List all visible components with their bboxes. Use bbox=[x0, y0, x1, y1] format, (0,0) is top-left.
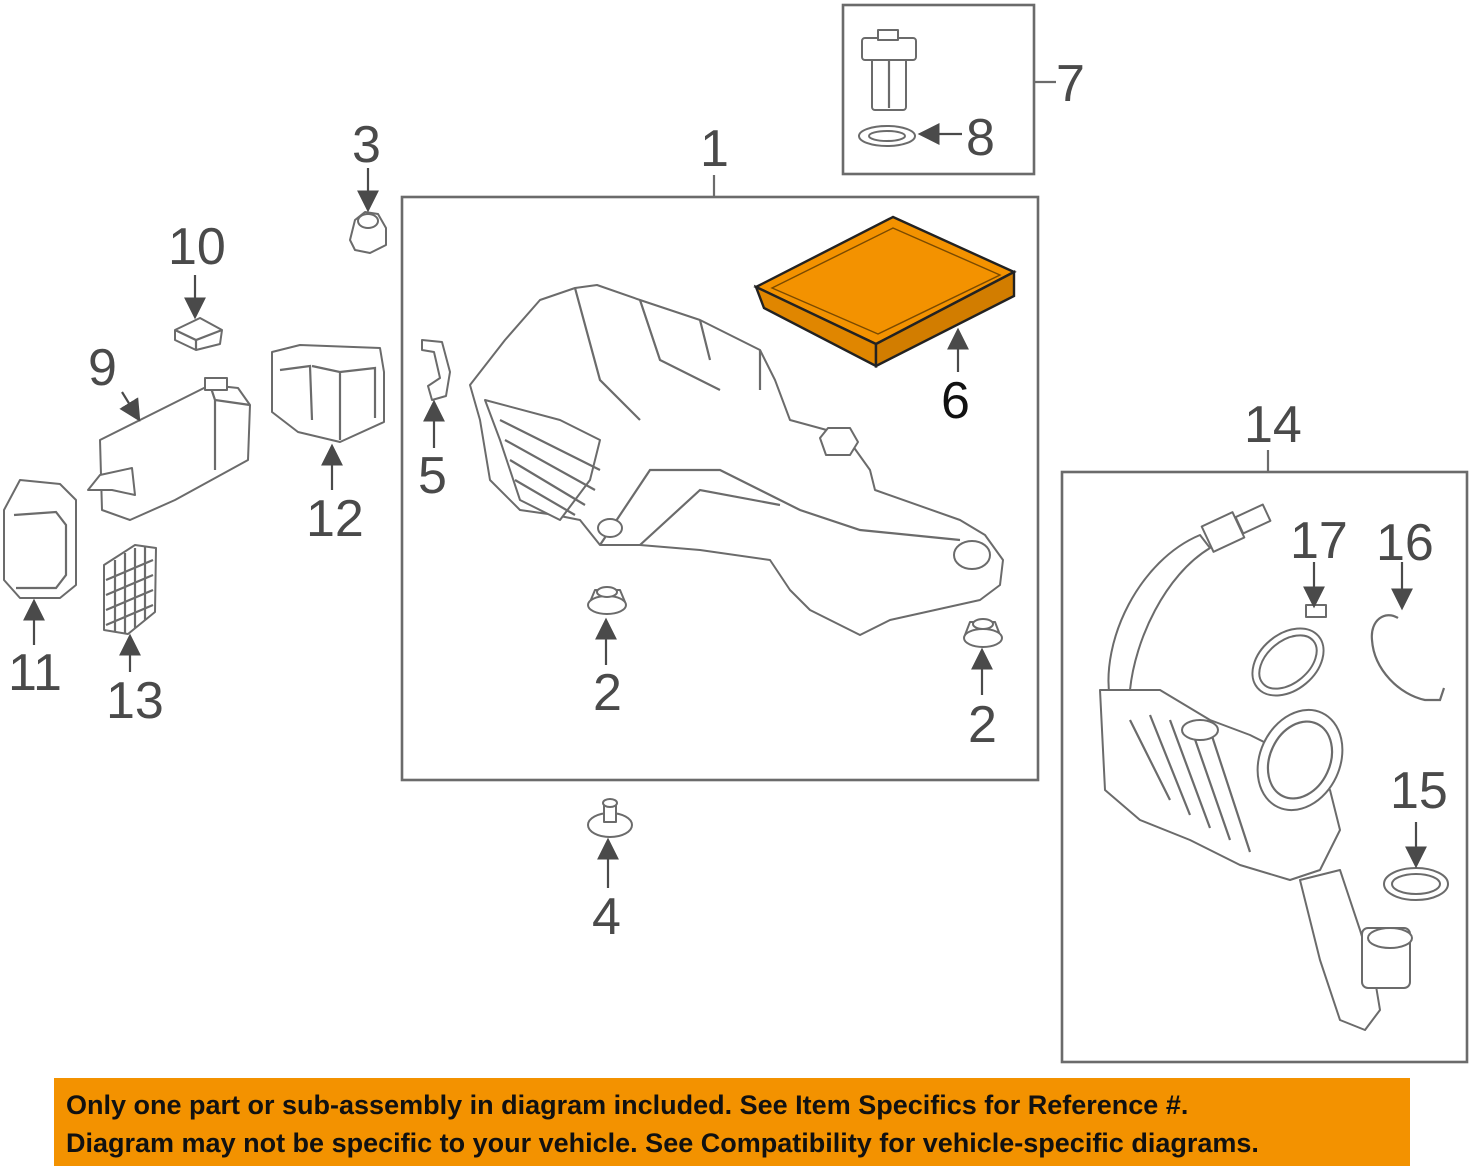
intake-hose-part-14[interactable] bbox=[1099, 503, 1413, 1031]
callout-12: 12 bbox=[306, 490, 364, 548]
callout-10: 10 bbox=[168, 218, 226, 276]
hose-clamp-part-17[interactable] bbox=[1239, 604, 1336, 709]
o-ring-part-15[interactable] bbox=[1383, 867, 1449, 901]
callout-13: 13 bbox=[106, 672, 164, 730]
duct-part-12[interactable] bbox=[271, 344, 385, 443]
duct-seal-part-11[interactable] bbox=[3, 479, 77, 599]
screen-part-13[interactable] bbox=[103, 544, 157, 635]
assembly-box-7 bbox=[841, 3, 1036, 176]
assembly-box-1 bbox=[400, 195, 1040, 782]
o-ring-part-8[interactable] bbox=[858, 125, 916, 147]
callout-11: 11 bbox=[8, 644, 62, 702]
callout-9: 9 bbox=[88, 339, 117, 397]
grommet-part-2a[interactable] bbox=[587, 586, 627, 615]
callout-5: 5 bbox=[418, 447, 447, 505]
clip-part-5[interactable] bbox=[421, 339, 451, 401]
callout-15: 15 bbox=[1390, 762, 1448, 820]
callout-2a: 2 bbox=[593, 664, 622, 722]
grommet-part-2b[interactable] bbox=[963, 618, 1003, 648]
callout-4: 4 bbox=[592, 888, 621, 946]
grommet-part-3[interactable] bbox=[349, 211, 387, 254]
push-pin-part-4[interactable] bbox=[587, 798, 633, 838]
disclaimer-line-2: Diagram may not be specific to your vehi… bbox=[66, 1128, 1259, 1158]
air-cleaner-housing-part-1[interactable] bbox=[469, 284, 1004, 636]
callout-14: 14 bbox=[1244, 396, 1302, 454]
callout-16: 16 bbox=[1376, 514, 1434, 572]
callout-17: 17 bbox=[1290, 512, 1348, 570]
retaining-clip-part-16[interactable] bbox=[1370, 614, 1446, 702]
intake-duct-part-9[interactable] bbox=[87, 377, 251, 521]
air-filter-part-6[interactable] bbox=[753, 215, 1017, 368]
callout-7: 7 bbox=[1056, 55, 1085, 113]
callout-8: 8 bbox=[966, 109, 995, 167]
callout-3: 3 bbox=[352, 116, 381, 174]
callout-1: 1 bbox=[700, 120, 729, 178]
assembly-box-14 bbox=[1060, 470, 1469, 1064]
disclaimer-line-1: Only one part or sub-assembly in diagram… bbox=[66, 1090, 1189, 1120]
mass-air-flow-sensor-part-7[interactable] bbox=[861, 29, 917, 111]
disclaimer-banner: Only one part or sub-assembly in diagram… bbox=[54, 1078, 1410, 1166]
foam-pad-part-10[interactable] bbox=[174, 317, 223, 351]
callout-2b: 2 bbox=[968, 696, 997, 754]
callout-6: 6 bbox=[941, 372, 970, 430]
